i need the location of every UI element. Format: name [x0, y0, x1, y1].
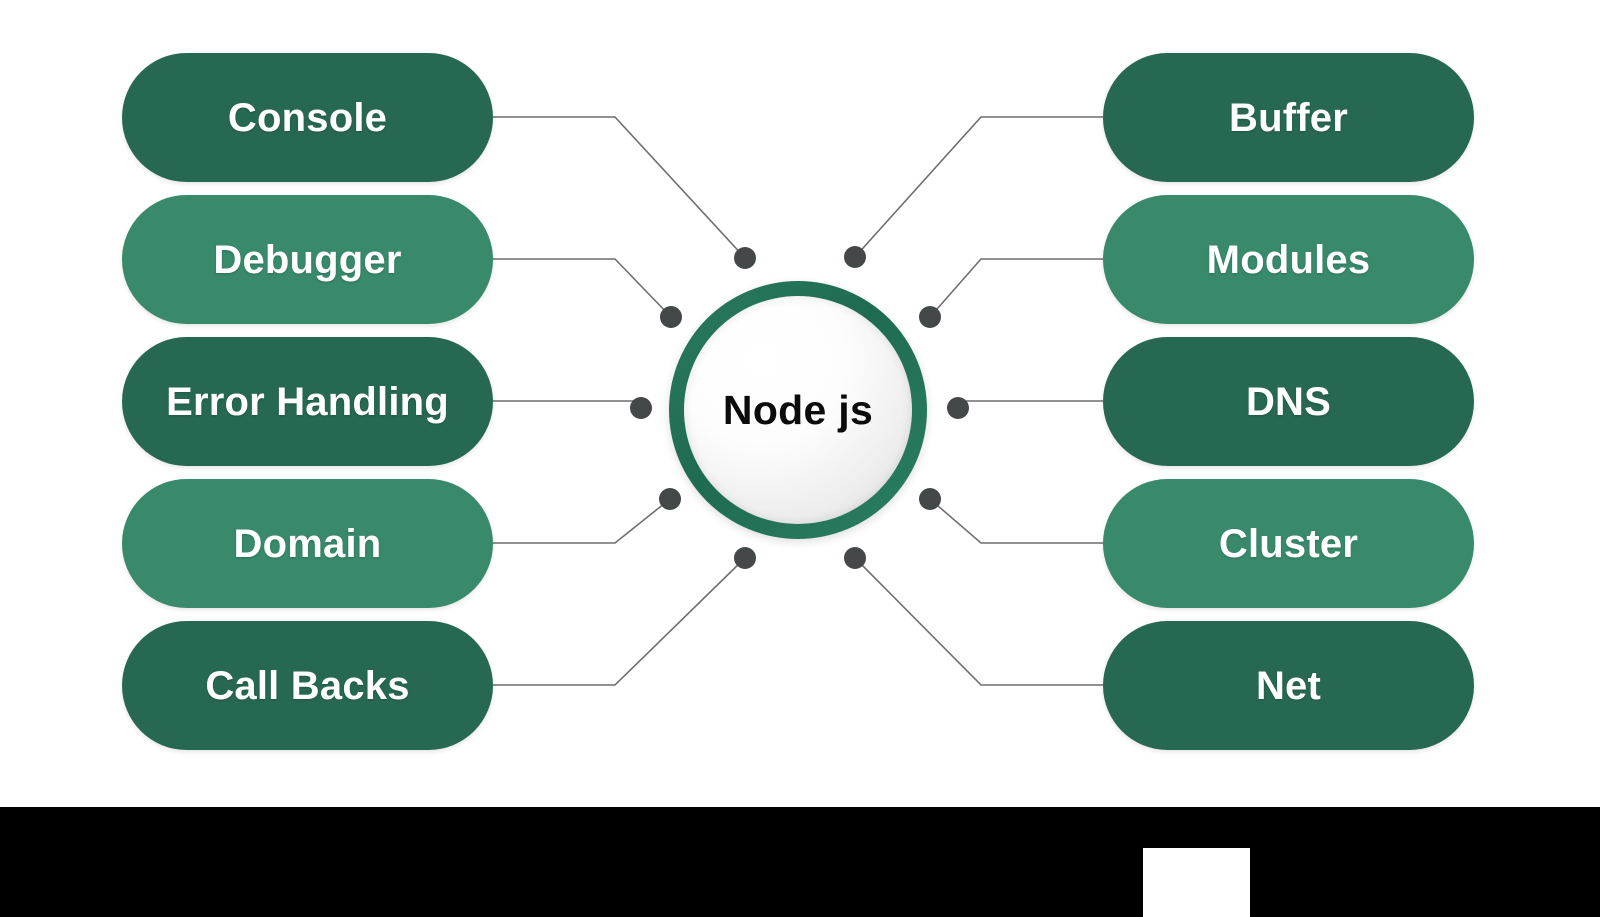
node-pill-label: Domain	[233, 521, 382, 566]
dot-console	[734, 247, 756, 269]
node-pill-label: Buffer	[1229, 95, 1348, 140]
node-pill-buffer[interactable]: Buffer	[1103, 53, 1474, 182]
node-pill-label: Cluster	[1218, 521, 1359, 566]
connector-console	[493, 116, 746, 259]
bottom-black-bar	[0, 807, 1600, 917]
center-node-label: Node js	[722, 386, 874, 433]
center-node-face: Node js	[684, 296, 912, 524]
node-pill-call-backs[interactable]: Call Backs	[122, 621, 493, 750]
connector-modules	[929, 258, 1103, 318]
connector-net	[854, 557, 1103, 686]
dot-buffer	[844, 246, 866, 268]
connector-call-backs	[493, 557, 746, 686]
node-pill-label: Modules	[1206, 237, 1371, 282]
connector-debugger	[493, 258, 672, 318]
node-pill-label: DNS	[1245, 379, 1332, 424]
node-pill-console[interactable]: Console	[122, 53, 493, 182]
dot-modules	[919, 306, 941, 328]
node-pill-label: Net	[1255, 663, 1322, 708]
dot-debugger	[660, 306, 682, 328]
node-pill-debugger[interactable]: Debugger	[122, 195, 493, 324]
node-pill-cluster[interactable]: Cluster	[1103, 479, 1474, 608]
dot-call-backs	[734, 547, 756, 569]
node-pill-net[interactable]: Net	[1103, 621, 1474, 750]
bottom-white-block	[1143, 848, 1250, 917]
node-pill-error-handling[interactable]: Error Handling	[122, 337, 493, 466]
node-pill-label: Call Backs	[205, 663, 410, 708]
node-pill-modules[interactable]: Modules	[1103, 195, 1474, 324]
node-pill-label: Error Handling	[166, 379, 449, 424]
dot-net	[844, 547, 866, 569]
node-pill-domain[interactable]: Domain	[122, 479, 493, 608]
connector-lines	[493, 116, 1103, 686]
connector-cluster	[929, 498, 1103, 544]
dot-dns	[947, 397, 969, 419]
connector-buffer	[854, 116, 1103, 258]
nodejs-mindmap-diagram: Console Debugger Error Handling Domain C…	[122, 53, 1474, 750]
center-node-nodejs[interactable]: Node js	[669, 281, 927, 539]
dot-domain	[659, 488, 681, 510]
dot-cluster	[919, 488, 941, 510]
node-pill-label: Debugger	[213, 237, 402, 282]
dot-error-handling	[630, 397, 652, 419]
node-pill-label: Console	[227, 95, 388, 140]
connector-domain	[493, 498, 671, 544]
node-pill-dns[interactable]: DNS	[1103, 337, 1474, 466]
